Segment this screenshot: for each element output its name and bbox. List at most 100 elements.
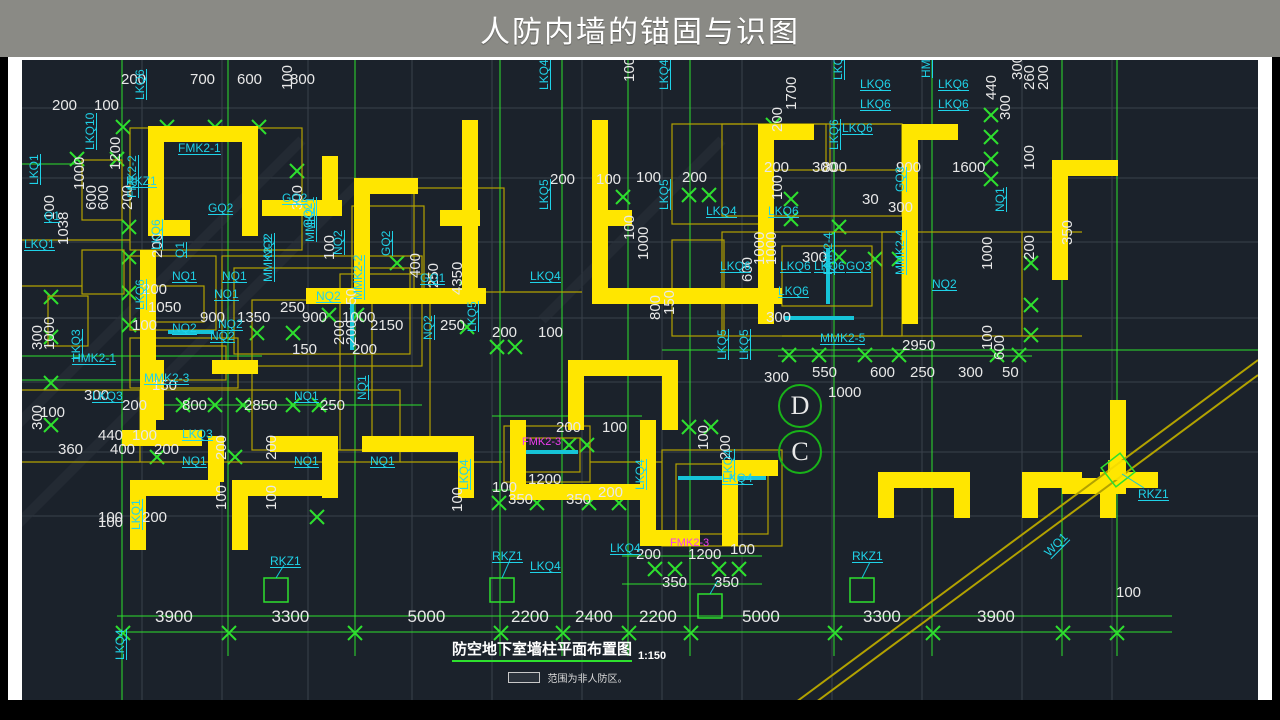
bottom-dimension-label: 2200: [511, 607, 549, 626]
drawing-caption: 防空地下室墙柱平面布置图 1:150 范围为非人防区。: [452, 638, 666, 687]
drawing-caption-title: 防空地下室墙柱平面布置图: [452, 638, 633, 662]
component-tag-nq1: NQ1: [294, 454, 319, 468]
dimension-text: 150: [152, 377, 178, 394]
component-tag-lkq3: LKQ3: [182, 427, 213, 441]
component-tag-rkz1: RKZ1: [270, 554, 301, 568]
dimension-text: 300: [888, 199, 914, 216]
component-tag-lkq6: LKQ6: [860, 97, 891, 111]
dimension-text: 300: [958, 364, 984, 381]
dimension-text: 900: [896, 159, 922, 176]
component-tag-fmk2-3: FMK2-3: [670, 537, 710, 549]
component-tag-lkq6: LKQ6: [842, 121, 873, 135]
dimension-text: 200: [52, 97, 78, 114]
dimension-text: 100: [132, 317, 158, 334]
legend-swatch: [508, 672, 540, 684]
component-tag-fmk2-3: FMK2-3: [522, 436, 562, 448]
component-tag-q1: Q1: [44, 209, 61, 223]
dimension-text: 150: [292, 341, 318, 358]
dimension-text: 100: [40, 404, 66, 421]
component-tag-gq1: GQ1: [420, 271, 446, 285]
dimension-text: 200: [122, 397, 148, 414]
dimension-text: 1000: [342, 309, 376, 326]
component-tag-lkq6: LKQ6: [938, 97, 969, 111]
component-tag-lkq6: LKQ6: [768, 204, 799, 218]
dimension-text: 200: [154, 441, 180, 458]
dimension-text: 300: [764, 369, 790, 386]
component-tag-gq3: GQ3: [846, 259, 872, 273]
dimension-text: 700: [190, 71, 216, 88]
dimension-text: 100: [98, 514, 124, 531]
dimension-text: 200: [682, 169, 708, 186]
dimension-text: 100: [730, 541, 756, 558]
dimension-text: 100: [602, 419, 628, 436]
component-tag-lkq6: LKQ6: [778, 284, 809, 298]
bottom-dimension-label: 5000: [407, 607, 446, 626]
component-tag-lkq6: LKQ6: [780, 259, 811, 273]
dimension-text: 900: [200, 309, 226, 326]
component-tag-gq2: GQ2: [208, 201, 234, 215]
dimension-text: 2150: [370, 317, 404, 334]
component-tag-nq2: NQ2: [218, 317, 243, 331]
component-tag-nq2: NQ2: [210, 329, 235, 343]
dimension-text: 200: [492, 324, 518, 341]
component-tag-lkq3: LKQ3: [92, 389, 123, 403]
dimension-text: 360: [58, 441, 84, 458]
dimension-text: 2950: [902, 337, 936, 354]
dimension-text: 600: [870, 364, 896, 381]
component-tag-lkq6: LKQ6: [814, 259, 845, 273]
dimension-text: 250: [910, 364, 936, 381]
page-title: 人防内墙的锚固与识图: [480, 14, 800, 50]
component-tag-rkz1: RKZ1: [492, 549, 523, 563]
bottom-dimension-label: 5000: [742, 607, 780, 626]
component-tag-lkq4: LKQ4: [530, 269, 561, 283]
component-tag-lkq6: LKQ6: [860, 77, 891, 91]
dimension-text: 350: [662, 574, 688, 591]
dimension-text: 1600: [952, 159, 986, 176]
dimension-text: 200: [598, 484, 624, 501]
axis-bubble-c: C: [778, 430, 822, 474]
dimension-text: 1200: [528, 471, 562, 488]
dimension-text: 100: [132, 427, 158, 444]
dimension-text: 350: [566, 491, 592, 508]
dimension-text: 900: [302, 309, 328, 326]
diagonal-exterior-wall-layer: [791, 359, 1258, 705]
dimension-text: 400: [110, 441, 136, 458]
dimension-text: 600: [237, 71, 263, 88]
component-tag-mmk2-5: MMK2-5: [820, 331, 866, 345]
dimension-text: 100: [596, 171, 622, 188]
dimension-text: 800: [822, 159, 848, 176]
bottom-dimension-label: 3300: [863, 607, 901, 626]
axis-bubble-d: D: [778, 384, 822, 428]
dimension-text: 800: [182, 397, 208, 414]
component-tag-nq1: NQ1: [370, 454, 395, 468]
dimension-text: 250: [280, 299, 306, 316]
component-tag-gq2: GQ2: [282, 191, 308, 205]
dimension-text: 1050: [148, 299, 182, 316]
component-tag-rkz1: RKZ1: [852, 549, 883, 563]
dimension-text: 350: [714, 574, 740, 591]
component-tag-nq2: NQ2: [172, 321, 197, 335]
dimension-text: 1000: [828, 384, 862, 401]
component-tag-nq2: NQ2: [932, 277, 957, 291]
dimension-text: 100: [492, 479, 518, 496]
bottom-dimension-label: 3300: [271, 607, 310, 626]
component-tag-lkq6: LKQ6: [938, 77, 969, 91]
dimension-text: 200: [352, 341, 378, 358]
component-tag-lkq4: LKQ4: [722, 471, 753, 485]
column-marker-layer: [263, 559, 875, 619]
dimension-text: 200: [764, 159, 790, 176]
dimension-text: 100: [636, 169, 662, 186]
dimension-text: 200: [636, 546, 662, 563]
component-tag-lkq1: LKQ1: [24, 237, 55, 251]
dimension-text: 440: [98, 427, 124, 444]
component-tag-lkq4: LKQ4: [530, 559, 561, 573]
drawing-caption-scale: 1:150: [638, 650, 667, 662]
component-tag-nq1: NQ1: [182, 454, 207, 468]
dimension-text: 300: [766, 309, 792, 326]
component-tag-fmk2-1: FMK2-1: [178, 141, 221, 155]
dimension-text: 200: [142, 509, 168, 526]
dimension-text: 200: [550, 171, 576, 188]
